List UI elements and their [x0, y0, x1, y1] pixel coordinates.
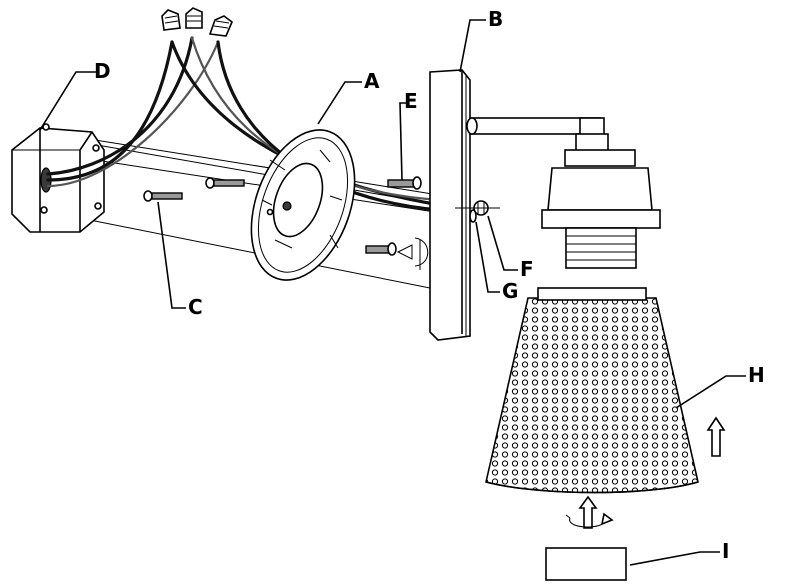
- wire-nut-2: [185, 7, 203, 29]
- mounting-bracket: [250, 129, 356, 281]
- wire-nut-3: [208, 15, 233, 37]
- box-screw-lower: [143, 190, 183, 202]
- junction-box: [11, 123, 105, 233]
- label-i: I: [722, 539, 729, 563]
- twist-arrow: [565, 495, 614, 529]
- bulb-box: [545, 547, 627, 581]
- wall-plate: [429, 69, 471, 341]
- lamp-socket: [541, 149, 661, 269]
- label-e: E: [404, 89, 418, 113]
- wire-connectors: [161, 7, 233, 37]
- wire-nut-1: [161, 9, 181, 31]
- glass-shade: [485, 287, 699, 494]
- label-d: D: [94, 59, 111, 83]
- washer: [469, 209, 477, 223]
- label-a: A: [364, 69, 380, 93]
- label-h: H: [748, 363, 765, 387]
- install-up-arrow: [706, 416, 726, 457]
- label-b: B: [488, 7, 503, 31]
- mounting-screw-lower: [365, 237, 429, 270]
- mounting-screw-upper: [387, 176, 422, 190]
- label-f: F: [520, 257, 534, 281]
- box-screw-upper: [205, 177, 245, 189]
- part-labels: A B C D E F G H I: [94, 7, 765, 563]
- leader-lines: [39, 19, 746, 566]
- label-c: C: [188, 295, 203, 319]
- label-g: G: [502, 279, 518, 303]
